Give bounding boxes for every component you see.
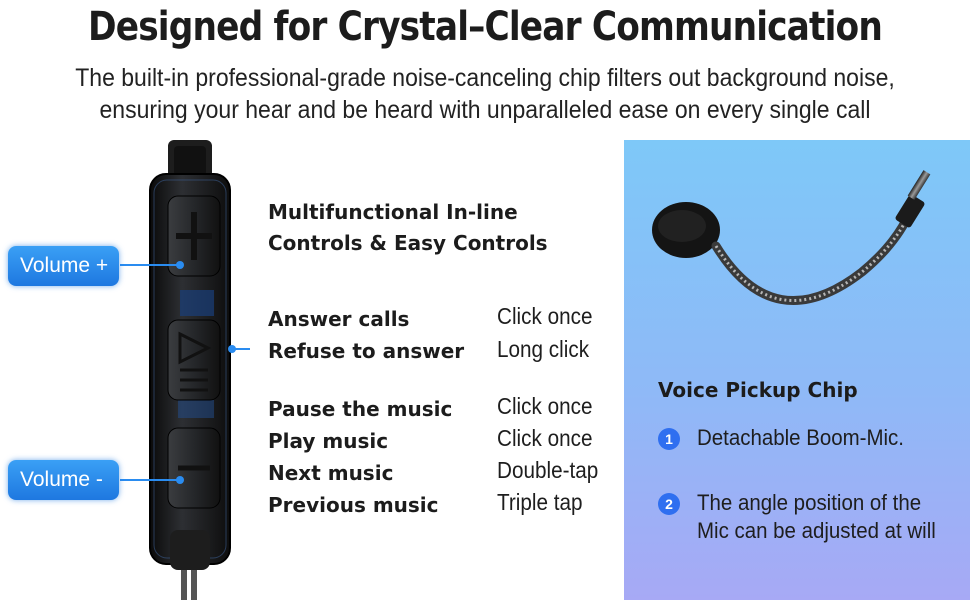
inline-remote-illustration xyxy=(120,140,250,600)
gesture-next-music: Double-tap xyxy=(497,457,599,483)
number-badge-2: 2 xyxy=(658,493,680,515)
volume-up-label: Volume + xyxy=(8,246,119,286)
subtitle-line-1: The built-in professional-grade noise-ca… xyxy=(75,64,895,92)
gesture-answer-calls: Click once xyxy=(497,303,593,329)
controls-heading-line-2: Controls & Easy Controls xyxy=(268,231,548,255)
action-play-music: Play music xyxy=(268,429,389,453)
action-refuse-to-answer: Refuse to answer xyxy=(268,339,465,363)
action-previous-music: Previous music xyxy=(268,493,439,517)
volume-down-label: Volume - xyxy=(8,460,119,500)
voice-pickup-panel: Voice Pickup Chip 1 Detachable Boom-Mic.… xyxy=(624,140,970,600)
page-title: Designed for Crystal–Clear Communication xyxy=(88,4,883,50)
gesture-play-music: Click once xyxy=(497,425,593,451)
gesture-pause-music: Click once xyxy=(497,393,593,419)
feature-1-text: Detachable Boom-Mic. xyxy=(697,425,904,450)
subtitle-line-2: ensuring your hear and be heard with unp… xyxy=(99,96,871,124)
controls-heading-line-1: Multifunctional In-line xyxy=(268,200,518,224)
action-answer-calls: Answer calls xyxy=(268,307,410,331)
feature-2-text-line-1: The angle position of the xyxy=(697,490,922,515)
gesture-refuse-to-answer: Long click xyxy=(497,336,590,362)
action-pause-music: Pause the music xyxy=(268,397,453,421)
action-next-music: Next music xyxy=(268,461,394,485)
panel-title: Voice Pickup Chip xyxy=(658,378,858,402)
feature-2-text-line-2: Mic can be adjusted at will xyxy=(697,518,936,543)
gesture-previous-music: Triple tap xyxy=(497,489,583,515)
boom-mic-image xyxy=(652,170,931,305)
number-badge-1: 1 xyxy=(658,428,680,450)
